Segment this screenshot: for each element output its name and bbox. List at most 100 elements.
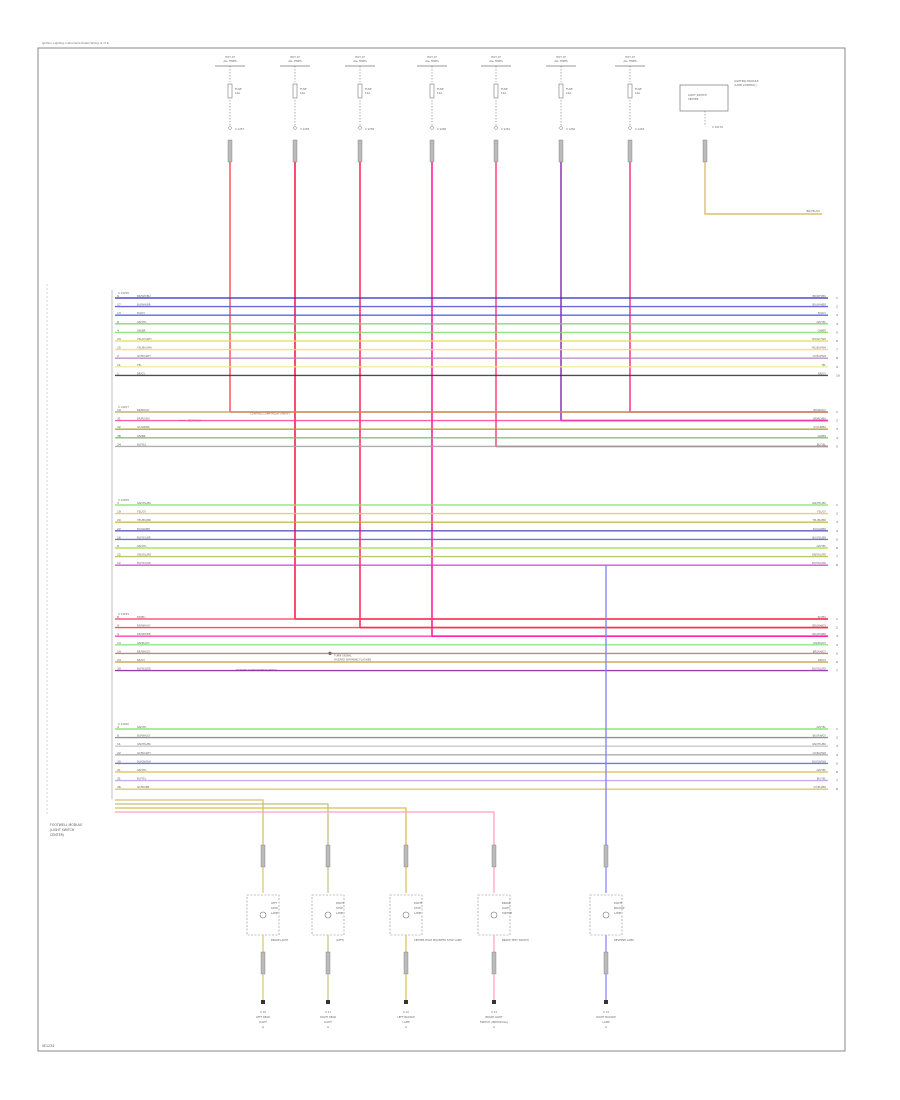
component-dest: SWITCH (INDIVIDUAL) bbox=[480, 1020, 508, 1024]
fuse-icon bbox=[292, 83, 298, 99]
row-wire-left: YEL bbox=[137, 363, 142, 367]
row-pin: 2 bbox=[117, 354, 119, 358]
fuse-connector: X 1257 bbox=[235, 127, 245, 131]
module-connector-id: X 14259 bbox=[118, 612, 129, 616]
fuse-hot-label: HOT AT bbox=[355, 55, 365, 59]
row-pin-right: 1 bbox=[836, 727, 838, 731]
component-label: STOP bbox=[271, 906, 278, 910]
row-pin-right: 7 bbox=[836, 779, 838, 783]
ground-icon bbox=[326, 1000, 330, 1004]
row-pin-right: 3 bbox=[836, 744, 838, 748]
relay-out-label: BR/YEL/GY bbox=[807, 209, 821, 213]
component-wire bbox=[115, 799, 264, 845]
wire-plug bbox=[493, 139, 499, 163]
fuse-name: FUSE bbox=[635, 87, 642, 91]
row-pin: 8 bbox=[117, 544, 119, 548]
fuse-icon bbox=[429, 83, 435, 99]
fuse-connector: X 1258 bbox=[300, 127, 310, 131]
row-wire-left: BU/YEL/RD bbox=[137, 667, 151, 671]
row-pin: 4 bbox=[117, 328, 119, 332]
row-wire-left: YEL/GY/WH bbox=[137, 337, 151, 341]
module-connector-id: X 14260 bbox=[118, 722, 129, 726]
component-dest: LIGHT bbox=[259, 1020, 267, 1024]
inline-note: TURN SIGNAL bbox=[334, 653, 352, 657]
component-plug bbox=[491, 844, 497, 868]
fuse-name: FUSE bbox=[300, 87, 307, 91]
fuse-pin bbox=[628, 126, 632, 130]
row-wire-right: GN/YEL bbox=[817, 544, 827, 548]
fuse-connector: X 1263 bbox=[635, 127, 645, 131]
row-wire-right: BR/WH/GY bbox=[813, 649, 827, 653]
ground-label: G bbox=[262, 1025, 264, 1029]
relay-plug bbox=[702, 139, 708, 163]
row-pin: 36 bbox=[117, 434, 121, 438]
row-wire-right: YEL/GY/WH bbox=[812, 337, 826, 341]
row-wire-right: GN/YEL/BK bbox=[812, 742, 826, 746]
row-wire-left: BU/YEL/BR bbox=[137, 535, 151, 539]
module-connector-id: X 14257 bbox=[118, 405, 129, 409]
row-pin: 22 bbox=[117, 527, 121, 531]
row-pin: 24 bbox=[117, 658, 121, 662]
row-wire-right: GN/YEL bbox=[817, 725, 827, 729]
inline-note-sub: HAZARD WARNING FLASHER bbox=[334, 657, 371, 661]
fuse-rating: 10A bbox=[566, 91, 571, 95]
module-connector-id: X 14258 bbox=[118, 498, 129, 502]
ground-icon bbox=[404, 1000, 408, 1004]
row-pin: 9 bbox=[117, 624, 119, 628]
component-dest: LEFT REAR bbox=[256, 1015, 270, 1019]
row-wire-right: BU/GY bbox=[818, 311, 826, 315]
row-wire-right: RD/WH/GY bbox=[812, 624, 826, 628]
row-pin-right: 5 bbox=[836, 761, 838, 765]
row-wire-right: GN/YEL/RD bbox=[812, 553, 826, 557]
component-label: STOP bbox=[336, 906, 343, 910]
component-wire bbox=[115, 803, 329, 845]
component-box bbox=[477, 894, 511, 936]
row-pin-right: 3 bbox=[836, 313, 838, 317]
row-wire-left: BU/YEL/RD bbox=[137, 561, 151, 565]
fuse-connector: X 1260 bbox=[437, 127, 447, 131]
fuse-hot-label2: ALL TIMES bbox=[223, 59, 237, 63]
component-box bbox=[246, 894, 280, 936]
row-pin-right: 1 bbox=[836, 296, 838, 300]
wire-plug bbox=[357, 139, 363, 163]
row-wire-left: GN/BU/GY bbox=[137, 641, 150, 645]
relay-note-line1: LIGHTING MODULE bbox=[734, 79, 759, 83]
row-wire-left: YEL/BU/WH bbox=[137, 346, 152, 350]
row-wire-left: GN/BR bbox=[137, 328, 146, 332]
row-wire-left: BU/YEL bbox=[137, 442, 147, 446]
row-wire-right: BU/YEL/BR bbox=[812, 535, 826, 539]
row-pin-right: 4 bbox=[836, 436, 838, 440]
module-label-line1: FOOTWELL MODULE bbox=[50, 823, 82, 827]
row-wire-left: BR/WH/GY bbox=[137, 649, 151, 653]
row-wire-left: GN/YEL bbox=[137, 320, 147, 324]
fuse-connector: X 1261 bbox=[501, 127, 511, 131]
row-pin-right: 4 bbox=[836, 529, 838, 533]
row-wire-right: GY/BU/WH bbox=[813, 751, 826, 755]
component-dest: RIGHT REAR bbox=[320, 1015, 336, 1019]
row-pin: 3 bbox=[117, 501, 119, 505]
row-pin-right: 7 bbox=[836, 348, 838, 352]
component-label: LEFT bbox=[271, 901, 278, 905]
component-label: BACKUP bbox=[614, 906, 625, 910]
row-pin: 1 bbox=[117, 371, 119, 375]
row-pin-right: 8 bbox=[836, 563, 838, 567]
component-wire bbox=[115, 807, 407, 845]
row-wire-right: YEL/GY bbox=[817, 510, 826, 514]
row-pin: 15 bbox=[117, 346, 121, 350]
fuse-hot-label2: ALL TIMES bbox=[489, 59, 503, 63]
row-pin: 16 bbox=[117, 535, 121, 539]
row-pin-right: 2 bbox=[836, 305, 838, 309]
row-pin-right: 1 bbox=[836, 410, 838, 414]
fuse-name: FUSE bbox=[235, 87, 242, 91]
row-pin: 6 bbox=[117, 320, 119, 324]
row-pin: 19 bbox=[117, 649, 121, 653]
row-pin-right: 6 bbox=[836, 546, 838, 550]
fuse-hot-label: HOT AT bbox=[625, 55, 635, 59]
component-label: BRAKE bbox=[502, 901, 511, 905]
fuse-hot-label2: ALL TIMES bbox=[288, 59, 302, 63]
row-pin-right: 3 bbox=[836, 427, 838, 431]
fuse-name: FUSE bbox=[566, 87, 573, 91]
row-wire-right: BU/WH/GY bbox=[813, 734, 827, 738]
inline-note: CONTROL LAMP RELAY (INDIV) bbox=[250, 412, 290, 416]
lamp-icon bbox=[602, 911, 610, 919]
